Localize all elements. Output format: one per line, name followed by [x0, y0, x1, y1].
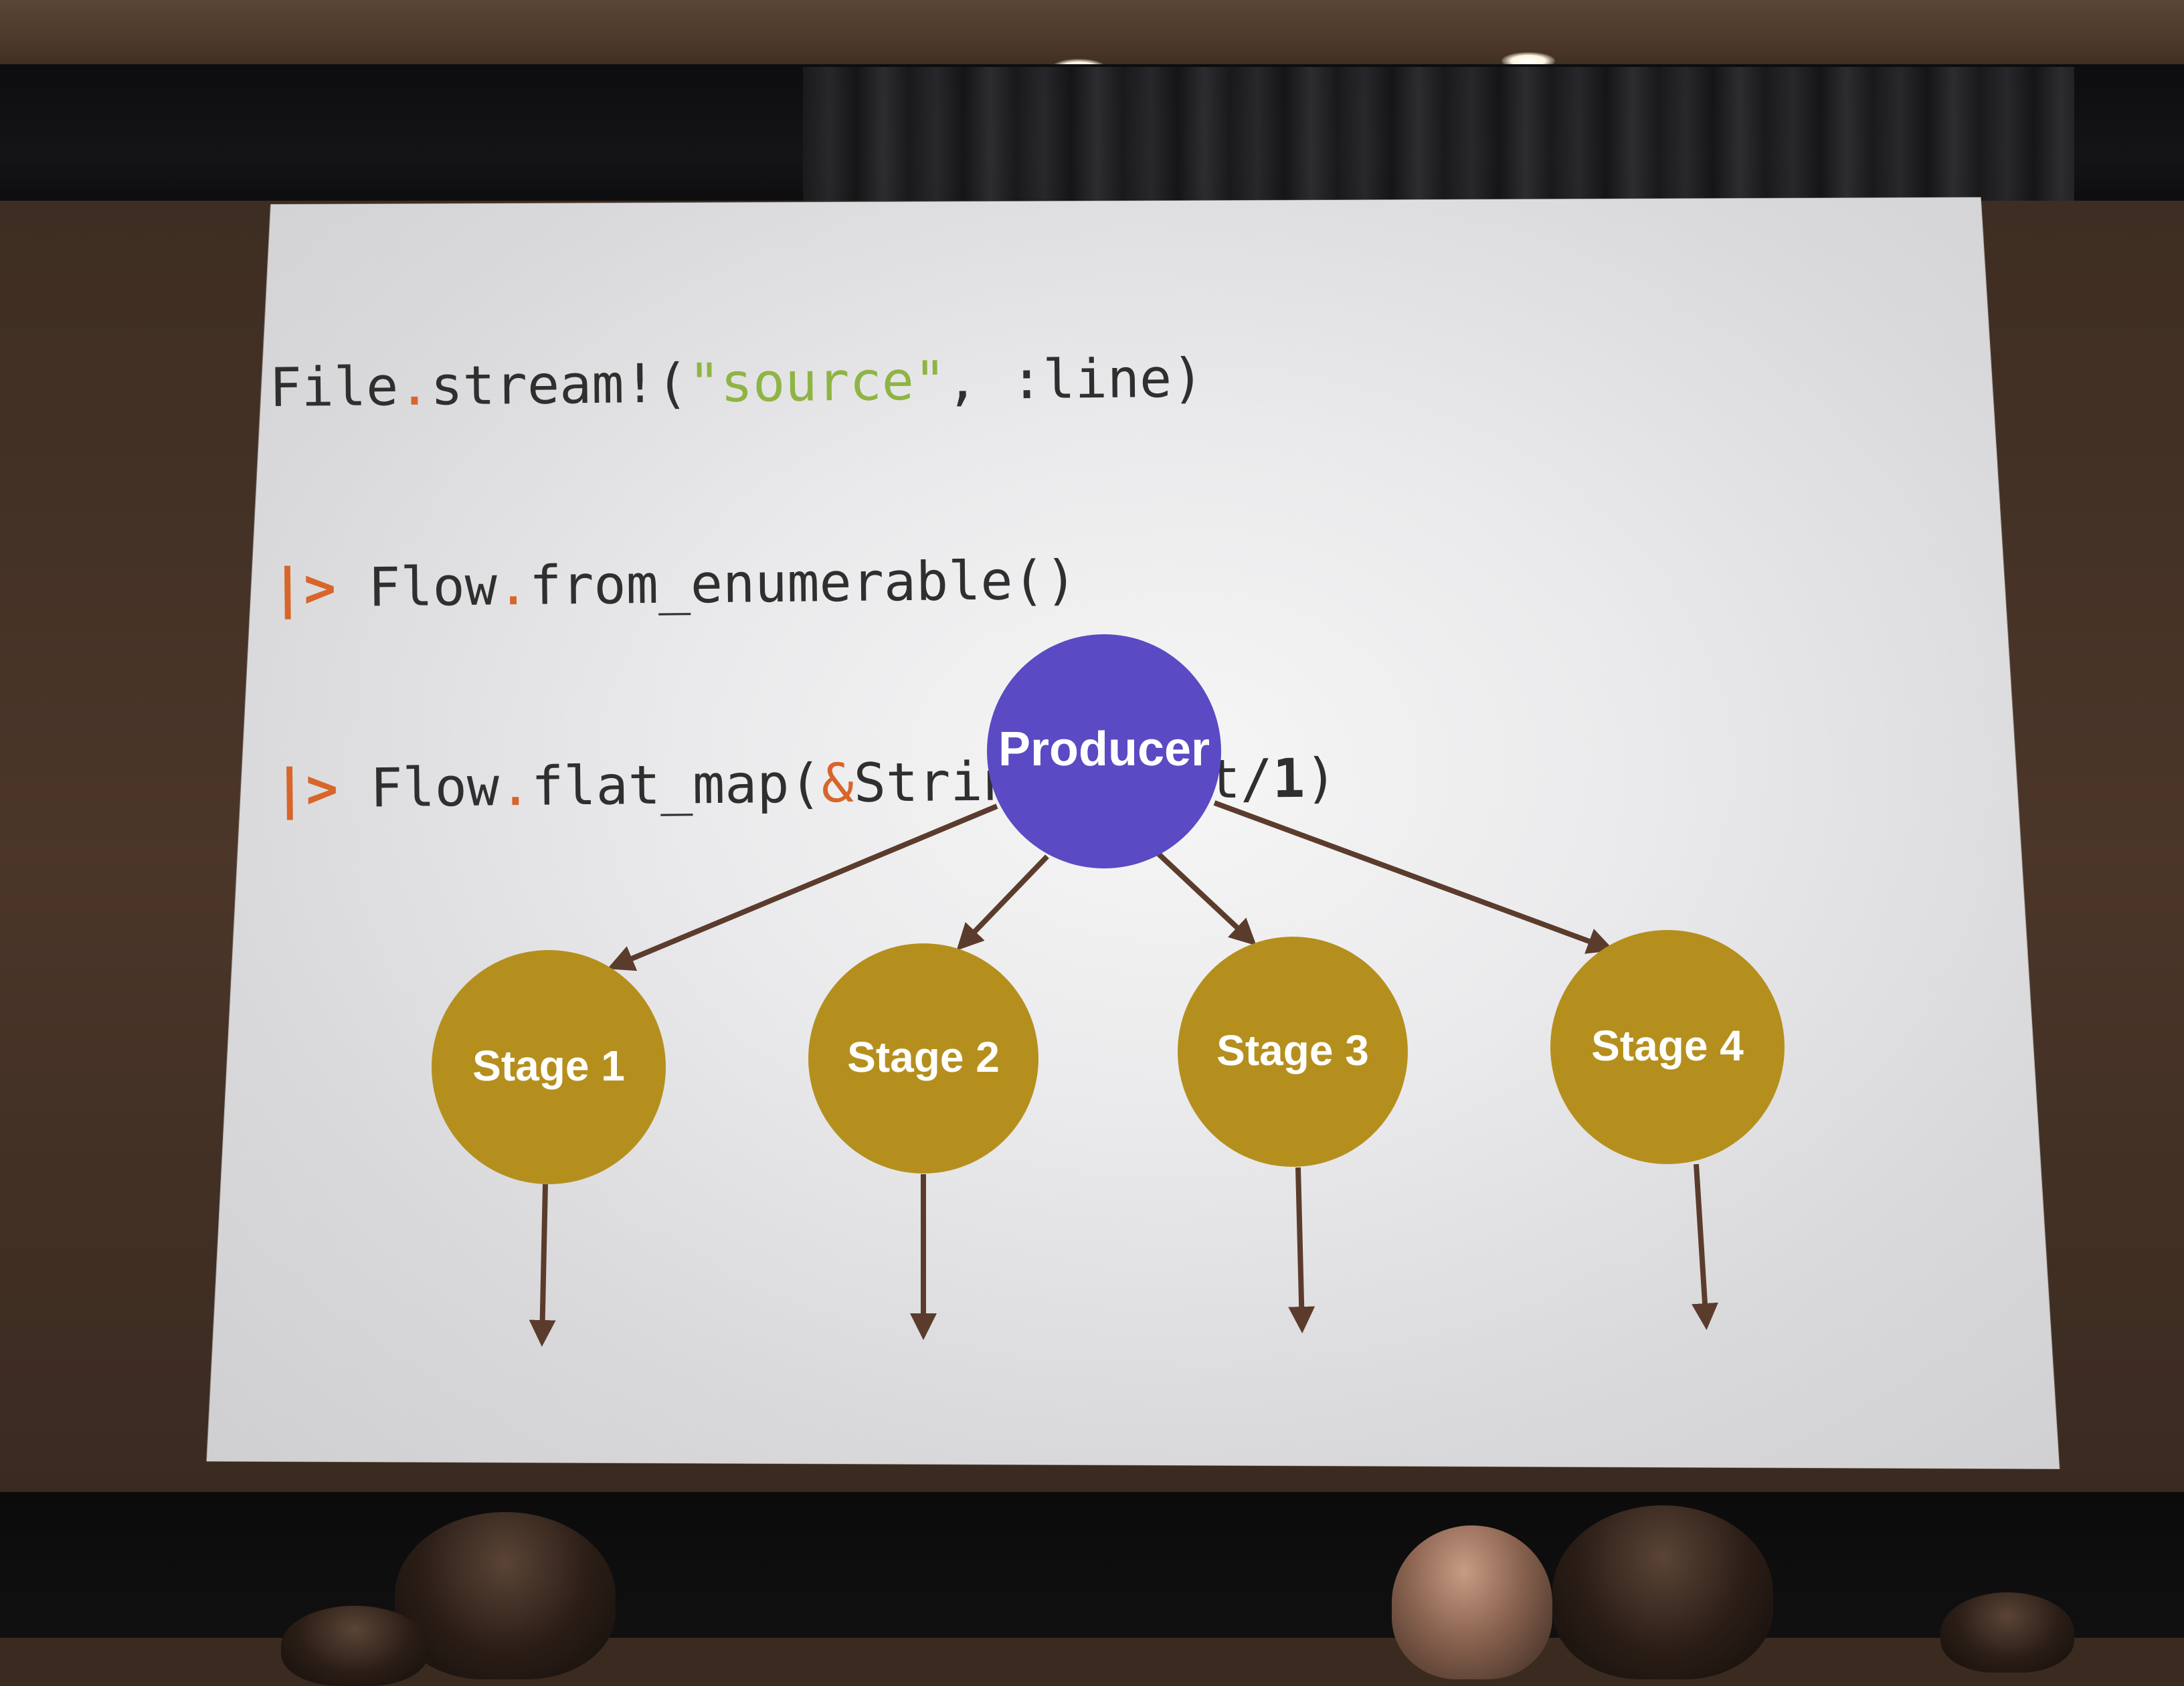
producer-node [987, 634, 1221, 868]
audience-head [1940, 1592, 2074, 1673]
audience-head [1552, 1505, 1773, 1679]
stage-4-node [1550, 930, 1785, 1164]
edge-stage-3-output [1288, 1167, 1315, 1333]
stage-3-label: Stage 3 [1216, 1026, 1369, 1074]
audience-foreground [0, 1492, 2184, 1686]
edge-stage-1-output [529, 1184, 556, 1347]
edge-stage-4-output [1692, 1163, 1718, 1330]
audience-head [1392, 1525, 1552, 1679]
stage-2-node [808, 943, 1038, 1174]
stage-4-label: Stage 4 [1591, 1022, 1744, 1070]
stage-1-label: Stage 1 [472, 1042, 625, 1090]
edge-producer-stage-3 [1156, 851, 1257, 946]
edge-producer-stage-2 [956, 854, 1049, 951]
stage-1-node [432, 950, 666, 1184]
edge-producer-stage-1 [607, 804, 998, 971]
audience-head [281, 1606, 428, 1686]
edge-producer-stage-4 [1213, 800, 1615, 954]
stage-2-label: Stage 2 [847, 1033, 1000, 1081]
producer-label: Producer [998, 723, 1210, 776]
stage-3-node [1178, 937, 1408, 1167]
producer-stage-diagram: Producer Stage 1 Stage 2 Stage 3 Stage 4 [432, 634, 1785, 1347]
